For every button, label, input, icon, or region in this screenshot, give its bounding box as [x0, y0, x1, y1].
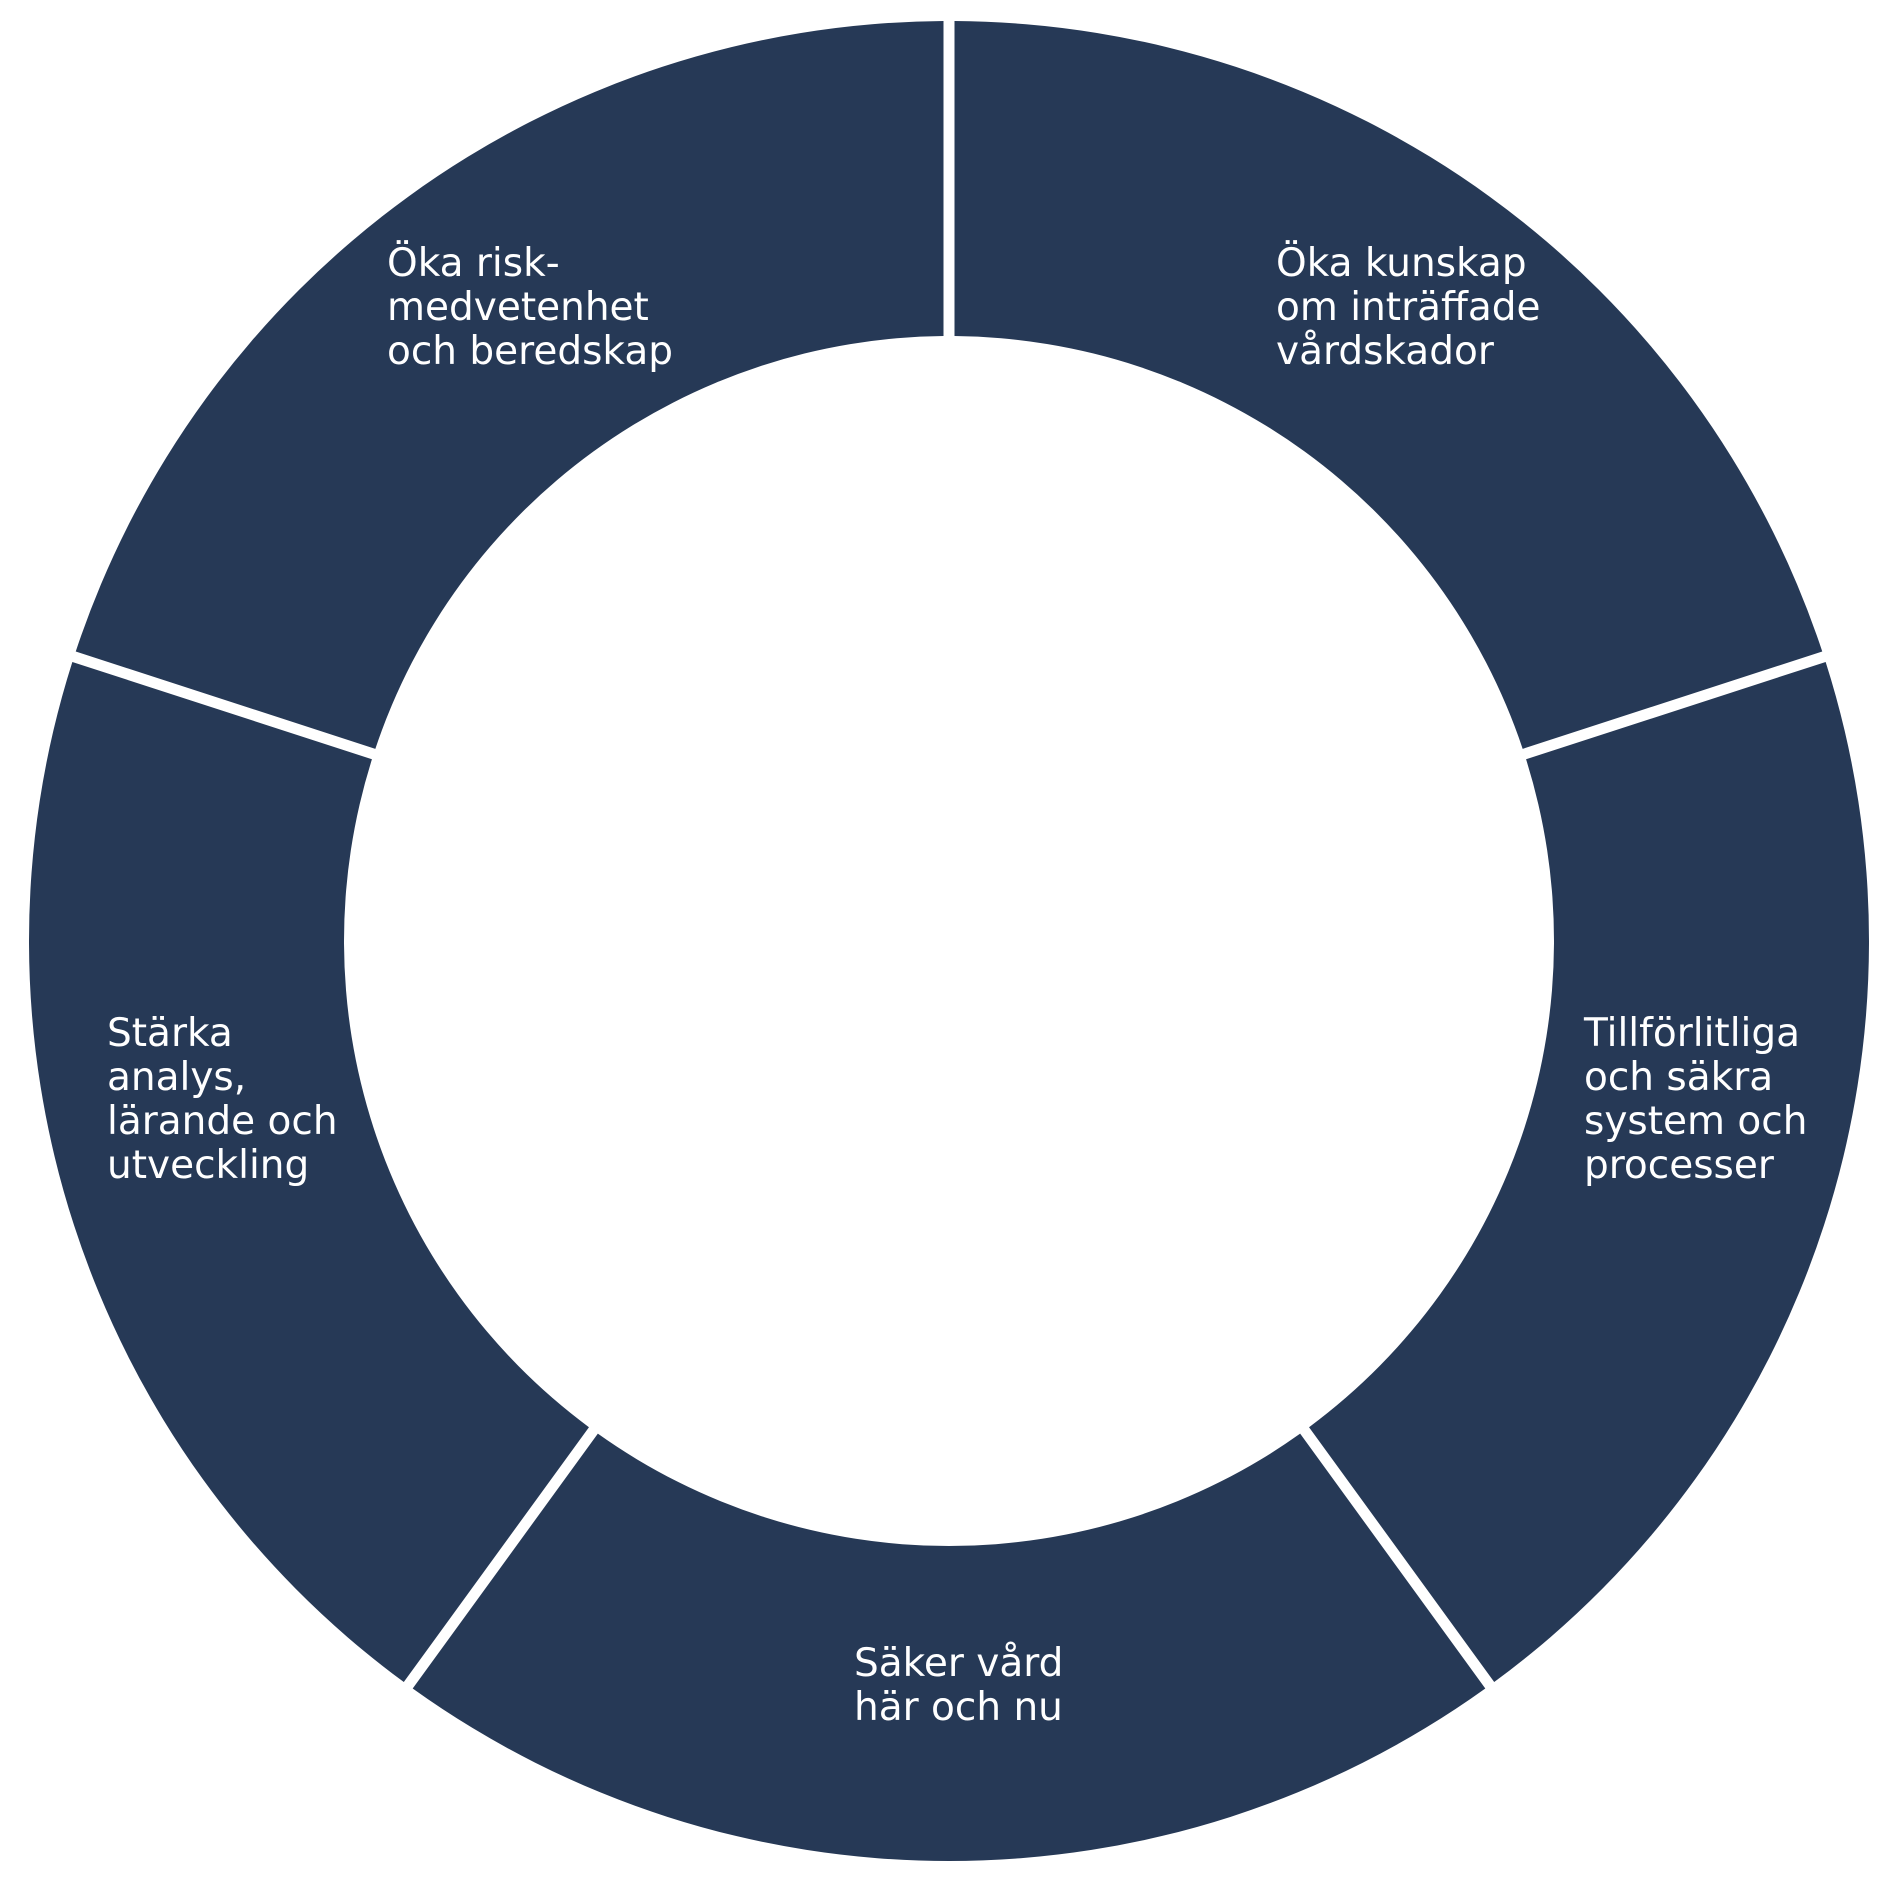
segment-label-knowledge: Öka kunskap om inträffade vårdskador — [1276, 241, 1541, 374]
segment-label-safe-care: Säker vård här och nu — [854, 1641, 1064, 1730]
segment-label-reliable-systems: Tillförlitliga och säkra system och proc… — [1584, 1011, 1808, 1188]
ring-segment-safe-care — [412, 1433, 1486, 1861]
segment-label-analysis-learning: Stärka analys, lärande och utveckling — [107, 1011, 338, 1188]
segment-label-risk-awareness: Öka risk- medvetenhet och beredskap — [387, 241, 673, 374]
ring-segment-reliable-systems — [1309, 661, 1869, 1683]
ring-segment-knowledge — [954, 21, 1823, 749]
ring-segment-analysis-learning — [28, 661, 589, 1683]
ring-segment-risk-awareness — [75, 21, 944, 749]
